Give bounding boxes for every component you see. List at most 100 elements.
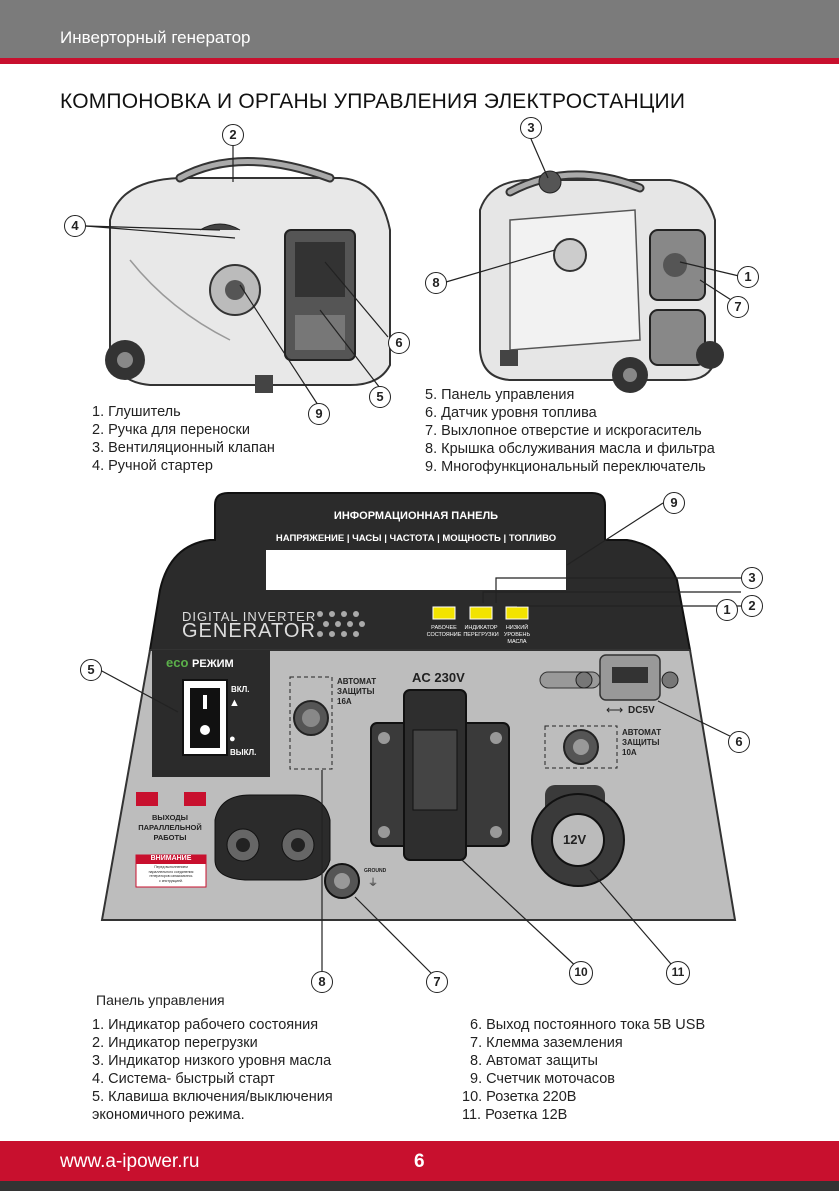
v12-label: 12V xyxy=(563,832,587,847)
legend-item: 11. Розетка 12В xyxy=(462,1107,568,1123)
warning-title: ВНИМАНИЕ xyxy=(150,855,192,862)
label-line: генераторов ознакомьтесь xyxy=(149,874,193,878)
panel-legend-right: 6. Выход постоянного тока 5В USB 7. Клем… xyxy=(458,1016,705,1124)
callout-3: 3 xyxy=(520,117,542,139)
panel-callout-7: 7 xyxy=(426,971,448,993)
legend-item: 2. Ручка для переноски xyxy=(92,422,250,438)
callout-2: 2 xyxy=(222,124,244,146)
brand-line1: DIGITAL INVERTER xyxy=(182,609,317,624)
panel-legend-left: 1. Индикатор рабочего состояния 2. Индик… xyxy=(92,1016,333,1124)
legend-item: 2. Индикатор перегрузки xyxy=(92,1035,258,1051)
label-line: 16А xyxy=(337,697,352,706)
label-line: параллельного соединения xyxy=(148,869,194,874)
legend-item: 10. Розетка 220В xyxy=(462,1089,577,1105)
led-label-line: НИЗКИЙ xyxy=(505,625,529,631)
ground-label: GROUND xyxy=(364,868,387,874)
panel-callout-1: 1 xyxy=(716,599,738,621)
panel-callout-2: 2 xyxy=(741,595,763,617)
led-label-line: ПЕРЕГРУЗКИ xyxy=(463,632,499,638)
footer-url-link[interactable]: www.a-ipower.ru xyxy=(60,1151,200,1172)
legend-left: 1. Глушитель 2. Ручка для переноски 3. В… xyxy=(92,403,275,475)
rabbit-icon: ● xyxy=(229,733,236,745)
generator-front-illustration xyxy=(105,157,391,393)
brand-line2: GENERATOR xyxy=(182,620,316,642)
panel-callout-11: 11 xyxy=(666,961,690,985)
panel-callout-6: 6 xyxy=(728,731,750,753)
callout-6: 6 xyxy=(388,332,410,354)
legend-item: 8. Автомат защиты xyxy=(470,1053,598,1069)
legend-item: 8. Крышка обслуживания масла и фильтра xyxy=(425,441,715,457)
label-line: 10А xyxy=(622,748,637,757)
ground-icon: ⏚ xyxy=(368,878,378,889)
label-line: ЗАЩИТЫ xyxy=(622,738,660,747)
usb-icon: ⟷ xyxy=(606,703,624,717)
legend-item: 7. Выхлопное отверстие и искрогаситель xyxy=(425,423,702,439)
on-label: ВКЛ. xyxy=(231,685,250,694)
panel-callout-5: 5 xyxy=(80,659,102,681)
legend-item: экономичного режима. xyxy=(92,1107,245,1123)
generator-rear-illustration xyxy=(479,170,724,393)
control-panel-illustration xyxy=(99,492,741,980)
legend-item: 5. Клавиша включения/выключения xyxy=(92,1089,333,1105)
callout-1: 1 xyxy=(737,266,759,288)
legend-item: 9. Счетчик моточасов xyxy=(470,1071,615,1087)
panel-callout-3: 3 xyxy=(741,567,763,589)
page-title: КОМПОНОВКА И ОРГАНЫ УПРАВЛЕНИЯ ЭЛЕКТРОСТ… xyxy=(60,90,686,113)
label-line: Перед выполнением xyxy=(154,865,188,869)
label-line: ВЫХОДЫ xyxy=(152,813,188,822)
legend-item: 1. Глушитель xyxy=(92,404,181,420)
off-label: ВЫКЛ. xyxy=(230,748,257,757)
legend-item: 9. Многофункциональный переключатель xyxy=(425,459,706,475)
legend-right: 5. Панель управления 6. Датчик уровня то… xyxy=(425,386,715,476)
legend-item: 5. Панель управления xyxy=(425,387,575,403)
legend-item: 4. Ручной стартер xyxy=(92,458,213,474)
top-leader-lines xyxy=(85,138,740,406)
panel-callout-9: 9 xyxy=(663,492,685,514)
panel-callout-10: 10 xyxy=(569,961,593,985)
callout-8: 8 xyxy=(425,272,447,294)
footer-dark-stripe xyxy=(0,1181,839,1191)
info-panel-title: ИНФОРМАЦИОННАЯ ПАНЕЛЬ xyxy=(333,510,499,522)
callout-5: 5 xyxy=(369,386,391,408)
header-title: Инверторный генератор xyxy=(60,28,251,47)
legend-item: 7. Клемма заземления xyxy=(470,1035,623,1051)
led-label-line: РАБОЧЕЕ xyxy=(431,625,457,631)
panel-legend-title: Панель управления xyxy=(96,992,225,1008)
turtle-icon: ▲ xyxy=(229,697,240,709)
label-line: АВТОМАТ xyxy=(622,728,662,737)
dc-label: DC5V xyxy=(628,705,655,716)
legend-item: 6. Датчик уровня топлива xyxy=(425,405,597,421)
led-label-line: МАСЛА xyxy=(507,639,527,645)
legend-item: 6. Выход постоянного тока 5В USB xyxy=(470,1017,706,1033)
info-panel-items: НАПРЯЖЕНИЕ | ЧАСЫ | ЧАСТОТА | МОЩНОСТЬ |… xyxy=(275,533,557,544)
eco-word: eco xyxy=(166,655,189,670)
led-label-line: ИНДИКАТОР xyxy=(464,625,498,631)
label-line: ЗАЩИТЫ xyxy=(337,687,375,696)
callout-9: 9 xyxy=(308,403,330,425)
legend-item: 3. Индикатор низкого уровня масла xyxy=(92,1053,332,1069)
legend-item: 4. Система- быстрый старт xyxy=(92,1071,275,1087)
ac-label: AC 230V xyxy=(412,670,465,685)
footer-bar xyxy=(0,1141,839,1181)
led-label-line: УРОВЕНЬ xyxy=(503,632,531,638)
label-line: с инструкцией. xyxy=(159,878,183,883)
panel-callout-8: 8 xyxy=(311,971,333,993)
eco-label: eco РЕЖИМ xyxy=(166,655,234,670)
header-bar xyxy=(0,0,839,58)
legend-item: 3. Вентиляционный клапан xyxy=(92,440,275,456)
label-line: АВТОМАТ xyxy=(337,677,377,686)
eco-mode: РЕЖИМ xyxy=(192,658,234,670)
callout-7: 7 xyxy=(727,296,749,318)
header-red-stripe xyxy=(0,58,839,64)
label-line: РАБОТЫ xyxy=(153,833,187,842)
label-line: ПАРАЛЛЕЛЬНОЙ xyxy=(138,823,202,832)
led-label-line: СОСТОЯНИЕ xyxy=(426,632,462,638)
callout-4: 4 xyxy=(64,215,86,237)
